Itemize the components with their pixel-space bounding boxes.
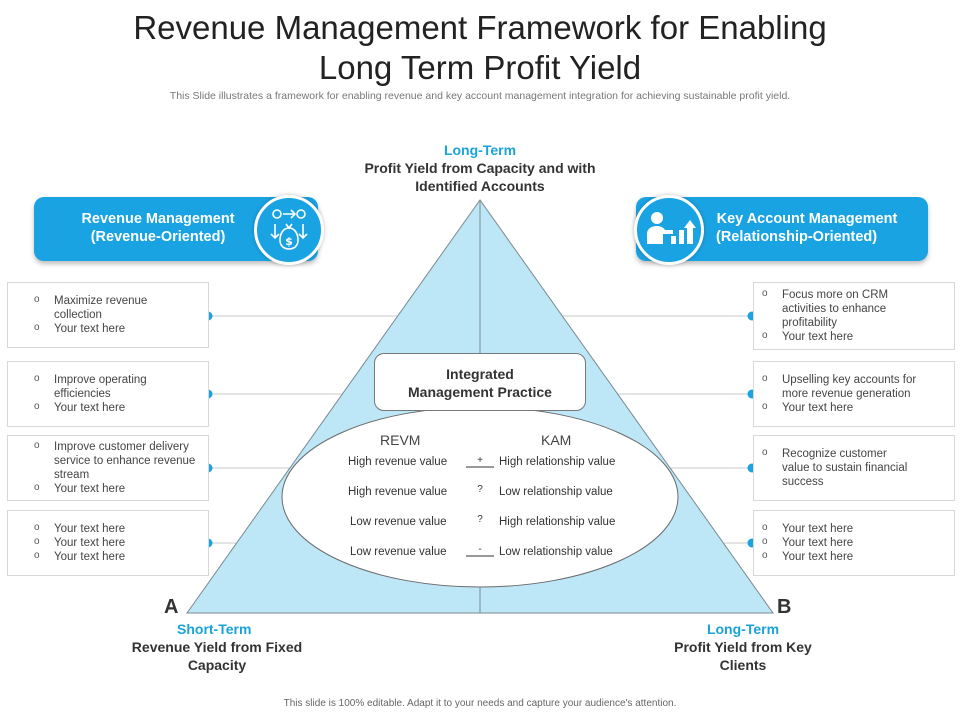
integration-ellipse	[281, 406, 679, 588]
right-corner-desc-1: Profit Yield from Key	[674, 639, 812, 655]
list-item: Recognize customer value to sustain fina…	[762, 446, 912, 489]
revenue-management-line-2: (Revenue-Oriented)	[90, 229, 226, 245]
title-line-1: Revenue Management Framework for Enablin…	[133, 9, 827, 46]
key-account-management-line-1: Key Account Management	[716, 211, 898, 227]
list-item: Focus more on CRM activities to enhance …	[762, 287, 917, 330]
revenue-management-line-1: Revenue Management	[81, 211, 235, 227]
left-corner-label: Short-Term Revenue Yield from Fixed Capa…	[107, 620, 327, 674]
top-apex-label: Long-Term Profit Yield from Capacity and…	[330, 141, 630, 195]
kam-header: KAM	[541, 432, 572, 448]
row-4-symbol: -	[478, 544, 482, 555]
revm-header: REVM	[380, 432, 421, 448]
left-corner-desc-2: Capacity	[187, 657, 247, 673]
integrated-management-box: Integrated Management Practice	[374, 353, 586, 411]
left-corner-desc-1: Revenue Yield from Fixed	[131, 639, 303, 655]
slide-title: Revenue Management Framework for Enablin…	[0, 8, 960, 88]
right-box-3: Recognize customer value to sustain fina…	[753, 435, 955, 501]
list-item: Your text here	[34, 321, 208, 336]
list-item: Your text here	[34, 521, 208, 536]
row-3-symbol: ?	[477, 514, 483, 525]
svg-text:$: $	[285, 235, 293, 248]
row-1-right: High relationship value	[499, 456, 616, 468]
key-account-management-pill: Key Account Management (Relationship-Ori…	[634, 195, 928, 265]
list-item: Your text here	[34, 535, 208, 550]
right-box-1: Focus more on CRM activities to enhance …	[753, 282, 955, 350]
key-account-management-line-2: (Relationship-Oriented)	[716, 229, 878, 245]
list-item: Improve operating efficiencies	[34, 372, 184, 401]
list-item: Your text here	[34, 549, 208, 564]
row-2-left: High revenue value	[348, 486, 448, 498]
left-box-1: Maximize revenue collection Your text he…	[7, 282, 209, 348]
left-box-3: Improve customer delivery service to enh…	[7, 435, 209, 501]
integrated-line-2: Management Practice	[408, 384, 552, 400]
list-item: Your text here	[762, 535, 954, 550]
list-item: Upselling key accounts for more revenue …	[762, 372, 942, 401]
left-corner-term: Short-Term	[177, 621, 252, 637]
slide-footer: This slide is 100% editable. Adapt it to…	[283, 698, 677, 709]
row-2-right: Low relationship value	[499, 486, 613, 498]
row-1-symbol: +	[477, 455, 483, 466]
list-item: Your text here	[762, 549, 954, 564]
integrated-line-1: Integrated	[446, 366, 514, 382]
revenue-management-pill: Revenue Management (Revenue-Oriented) $	[34, 195, 324, 265]
top-desc-1: Profit Yield from Capacity and with	[364, 160, 596, 176]
left-box-4: Your text here Your text here Your text …	[7, 510, 209, 576]
revenue-management-label: Revenue Management (Revenue-Oriented)	[58, 210, 258, 246]
title-line-2: Long Term Profit Yield	[318, 49, 642, 86]
row-3-right: High relationship value	[499, 516, 616, 528]
row-2-symbol: ?	[477, 484, 483, 495]
symbol-underlines	[466, 466, 494, 557]
list-item: Your text here	[34, 481, 208, 496]
top-term: Long-Term	[443, 142, 517, 158]
corner-letter-b: B	[777, 596, 792, 618]
row-4-left: Low revenue value	[350, 546, 447, 558]
right-box-2: Upselling key accounts for more revenue …	[753, 361, 955, 427]
right-corner-term: Long-Term	[706, 621, 780, 637]
list-item: Your text here	[762, 329, 954, 344]
left-box-2: Improve operating efficiencies Your text…	[7, 361, 209, 427]
right-box-4: Your text here Your text here Your text …	[753, 510, 955, 576]
client-growth-icon	[634, 195, 704, 265]
row-4-right: Low relationship value	[499, 546, 613, 558]
list-item: Your text here	[762, 400, 954, 415]
row-3-left: Low revenue value	[350, 516, 447, 528]
list-item: Maximize revenue collection	[34, 293, 184, 322]
money-flow-icon: $	[254, 195, 324, 265]
right-corner-desc-2: Clients	[719, 657, 767, 673]
list-item: Your text here	[34, 400, 208, 415]
slide-subtitle: This Slide illustrates a framework for e…	[169, 90, 791, 102]
corner-letter-a: A	[164, 596, 179, 618]
right-corner-label: Long-Term Profit Yield from Key Clients	[633, 620, 853, 674]
row-1-left: High revenue value	[348, 456, 448, 468]
key-account-management-label: Key Account Management (Relationship-Ori…	[702, 210, 912, 246]
list-item: Improve customer delivery service to enh…	[34, 439, 204, 482]
top-desc-2: Identified Accounts	[415, 178, 545, 194]
list-item: Your text here	[762, 521, 954, 536]
